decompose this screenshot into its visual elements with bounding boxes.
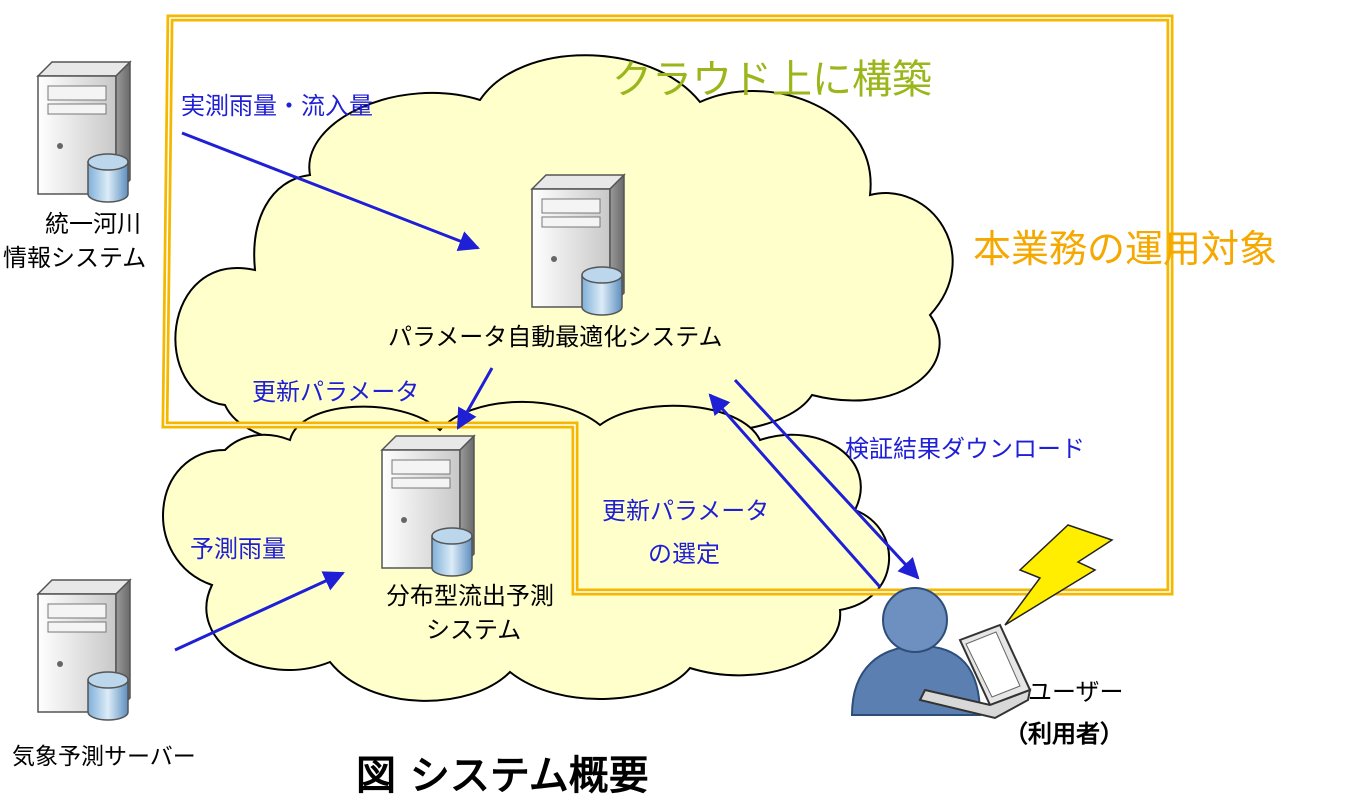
select-params-arrow (708, 393, 882, 588)
system-overview-diagram (37, 14, 1174, 721)
river-info-server-icon (37, 61, 131, 203)
lightning-icon (1004, 524, 1114, 626)
weather-server-icon (37, 579, 131, 721)
figure-caption: 図 システム概要 (356, 753, 649, 799)
forecast-rain-label: 予測雨量 (190, 535, 286, 563)
runoff-server-icon (381, 435, 475, 577)
operation-boundary (161, 14, 1174, 596)
select-params-label-line1: 更新パラメータ (602, 497, 770, 525)
weather-server-label: 気象予測サーバー (12, 744, 196, 770)
download-label: 検証結果ダウンロード (845, 435, 1085, 463)
user-with-laptop-icon (850, 587, 1032, 720)
update-params-label: 更新パラメータ (252, 378, 420, 406)
observed-data-arrow (181, 131, 480, 251)
cloud-lower (162, 401, 890, 702)
user-label: ユーザー (1028, 678, 1124, 706)
river-info-label-line2: 情報システム (3, 244, 147, 272)
runoff-system-label-line1: 分布型流出予測 (386, 582, 554, 610)
river-info-label-line1: 統一河川 (45, 210, 141, 238)
forecast-rain-arrow (174, 571, 345, 652)
boundary-title: 本業務の運用対象 (973, 227, 1278, 271)
user-role-label: （利用者） (1004, 720, 1124, 748)
cloud-title: クラウド上に構築 (612, 57, 932, 103)
param-opt-server-icon (531, 174, 625, 316)
select-params-label-line2: の選定 (648, 540, 720, 568)
runoff-system-label-line2: システム (426, 616, 522, 644)
download-arrow (733, 378, 920, 580)
update-params-arrow (456, 367, 494, 430)
param-opt-system-label: パラメータ自動最適化システム (388, 323, 723, 351)
observed-data-label: 実測雨量・流入量 (181, 92, 373, 120)
